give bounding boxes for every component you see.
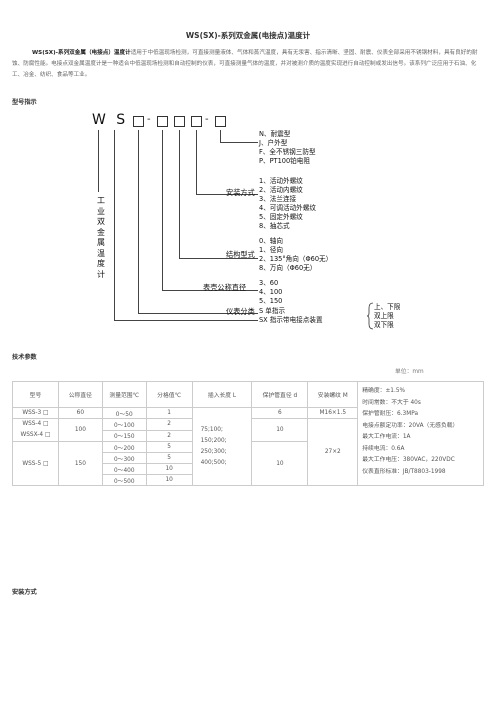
intro-paragraph: WS(SX)-系列双金属（电接点）温度计适用于中低温现场检测，可直接测量液体、气…: [12, 48, 484, 81]
category-options: S 单指示 SX 指示带电接点装置: [259, 307, 323, 324]
model-prefix: W S: [92, 112, 129, 128]
connector-line: [98, 130, 99, 192]
notes-cell: 精确度：±1.5% 时间常数：不大于 40s 保护管耐压：6.3MPa 电接点额…: [357, 381, 484, 486]
install-label: 安装方式: [226, 188, 255, 197]
connector-line: [162, 290, 258, 291]
insert-length-cell: 75;100; 150;200; 250;300; 400;500;: [191, 407, 253, 486]
header-diameter: 公称直径: [57, 381, 103, 408]
model-box-2: [157, 116, 168, 127]
connector-line: [196, 130, 197, 194]
model-dash-2: -: [205, 114, 209, 125]
connector-line: [220, 130, 221, 142]
table-row: 0～400 10: [13, 463, 484, 475]
header-range: 测量范围℃: [101, 381, 147, 408]
diameter-options: 3、60 4、100 5、150: [259, 279, 283, 305]
intro-lead: WS(SX)-系列双金属（电接点）温度计: [32, 50, 131, 56]
table-row: WSS-3 □ 60 0～50 1 75;100; 150;200; 250;3…: [12, 407, 484, 486]
connector-line: [138, 130, 139, 313]
model-dash-1: -: [147, 114, 151, 125]
connector-line: [179, 258, 258, 259]
model-box-3: [174, 116, 185, 127]
table-header-row: 型号 公称直径 测量范围℃ 分格值℃ 插入长度 L 保护管直径 d 安装螺纹 M…: [12, 381, 484, 486]
model-box-5: [215, 116, 226, 127]
header-insert-length: 插入长度 L: [191, 381, 253, 408]
page-title: WS(SX)-系列双金属(电接点)温度计: [185, 31, 311, 40]
table-row: 0～150 2: [13, 429, 484, 442]
spec-table: 型号 公称直径 测量范围℃ 分格值℃ 插入长度 L 保护管直径 d 安装螺纹 M…: [12, 381, 484, 486]
structure-label: 结构型式: [226, 250, 255, 259]
connector-line: [114, 320, 258, 321]
table-row: 0～500 10: [13, 474, 484, 486]
header-division: 分格值℃: [145, 381, 193, 408]
tech-heading: 技术参数: [12, 354, 37, 361]
vertical-label: 工 业 双 金 属 温 度 计: [97, 196, 105, 279]
header-thread: 安装螺纹 M: [307, 381, 359, 408]
connector-line: [138, 313, 258, 314]
connector-line: [179, 130, 180, 258]
table-row: WSS-4 □ WSSX-4 □ 100 0～100 2 10 27×2: [12, 418, 484, 486]
model-box-4: [191, 116, 202, 127]
structure-options: 0、轴向 1、径向 2、135°角向（Φ60无） 8、万向（Φ60无）: [259, 237, 333, 272]
connector-line: [196, 194, 258, 195]
header-model: 型号: [12, 381, 59, 408]
contact-options: 上、下限 双上限 双下限: [374, 303, 401, 329]
category-label: 仪表分类: [226, 307, 255, 316]
install-options: 1、活动外螺纹 2、活动内螺纹 3、法兰连接 4、可调活动外螺纹 5、固定外螺纹…: [259, 177, 316, 230]
contact-bracket: [366, 302, 374, 330]
model-heading: 型号指示: [12, 99, 37, 106]
model-box-1: [133, 116, 144, 127]
connector-line: [220, 142, 258, 143]
protection-options: N、耐震型 J、户外型 F、全不锈钢三防型 P、PT100铂电阻: [259, 130, 316, 165]
connector-line: [162, 130, 163, 290]
diameter-label: 表壳公称直径: [203, 283, 247, 292]
unit-label: 单位：mm: [395, 369, 424, 375]
intro-body: 适用于中低温现场检测，可直接测量液体、气体和蒸汽温度，具有无汞害、指示清晰、坚固…: [12, 50, 478, 78]
header-tube-diameter: 保护管直径 d: [251, 381, 309, 408]
connector-line: [114, 130, 115, 320]
install-heading: 安装方式: [12, 589, 37, 596]
